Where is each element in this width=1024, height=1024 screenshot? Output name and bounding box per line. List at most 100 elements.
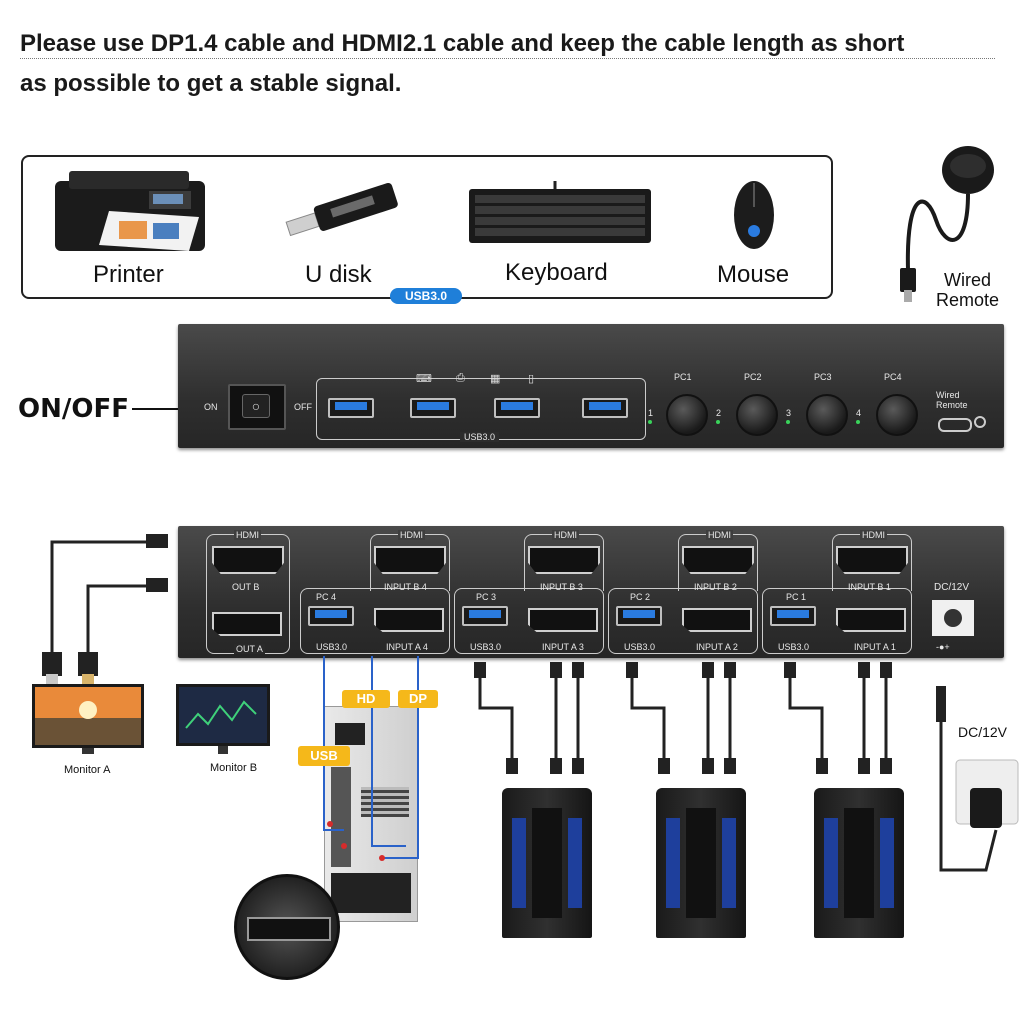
- power-adapter-label: DC/12V: [958, 724, 1008, 740]
- input-b1-label: INPUT B 1: [848, 582, 891, 592]
- monitor-cables: [42, 534, 168, 684]
- input-b3-hdmi-port[interactable]: [528, 546, 600, 574]
- power-on-label: ON: [204, 402, 218, 412]
- pc-tower-1: [502, 788, 592, 938]
- front-usb-port-1[interactable]: [328, 398, 374, 418]
- pc2-led: [716, 420, 720, 424]
- monitor-a-icon: [32, 684, 144, 754]
- zoom-inset-ports: [247, 917, 331, 941]
- pc-tower-1-front: [532, 808, 562, 918]
- usb-group-icons: ⌨ ⎙ ▦ ▯: [416, 372, 616, 386]
- pc2-usb-port[interactable]: [616, 606, 662, 626]
- wired-remote-label-line-2: Remote: [936, 290, 1000, 310]
- input-a4-dp-port[interactable]: [374, 608, 444, 632]
- dc-polarity-label: -●+: [936, 642, 950, 652]
- usb3-badge: USB3.0: [390, 288, 462, 304]
- wired-remote-icon: [900, 146, 994, 302]
- pc-tower-1-right-light: [568, 818, 582, 908]
- input-a1-dp-port[interactable]: [836, 608, 906, 632]
- pc1-number: 1: [648, 408, 654, 418]
- input-b4-hdmi-label: HDMI: [398, 530, 425, 540]
- zoom-inset: [234, 874, 340, 980]
- printer-icon: [55, 171, 205, 251]
- pc-tower-3-right-light: [880, 818, 894, 908]
- input-a3-dp-port[interactable]: [528, 608, 598, 632]
- host-io-shield: [331, 767, 351, 867]
- remote-port[interactable]: [938, 418, 972, 432]
- headline-line-2: as possible to get a stable signal.: [20, 70, 402, 97]
- pc3-label: PC3: [814, 372, 832, 382]
- input-b4-hdmi-port[interactable]: [374, 546, 446, 574]
- out-a-dp-port[interactable]: [212, 612, 282, 636]
- peripherals-box: Printer U disk Keyboard Mouse: [21, 155, 833, 299]
- pc2-button[interactable]: [736, 394, 778, 436]
- pc3-rear-label: PC 3: [476, 592, 497, 602]
- hd-cable-tag: HD: [342, 690, 390, 708]
- pc2-label: PC2: [744, 372, 762, 382]
- front-usb-port-3[interactable]: [494, 398, 540, 418]
- input-b3-hdmi-label: HDMI: [552, 530, 579, 540]
- dc-power-jack[interactable]: [932, 600, 974, 636]
- pc3-usb-label: USB3.0: [470, 642, 502, 652]
- pc1-button[interactable]: [666, 394, 708, 436]
- pc3-led: [786, 420, 790, 424]
- dc-input-label: DC/12V: [934, 582, 970, 593]
- headline-line-1: Please use DP1.4 cable and HDMI2.1 cable…: [20, 30, 905, 57]
- power-adapter-icon: [936, 686, 1019, 872]
- remote-port-label-line-2: Remote: [936, 400, 968, 410]
- out-b-hdmi-port[interactable]: [212, 546, 284, 574]
- dc-jack-hole: [944, 609, 962, 627]
- input-b1-hdmi-port[interactable]: [836, 546, 908, 574]
- pc1-label: PC1: [674, 372, 692, 382]
- mouse-icon: [734, 181, 774, 249]
- host-expansion-slots: [331, 873, 411, 913]
- power-rocker-icon: ○: [242, 394, 270, 418]
- pc-tower-2-right-light: [722, 818, 736, 908]
- pc4-number: 4: [856, 408, 862, 418]
- pc-tower-3-left-light: [824, 818, 838, 908]
- input-a1-label: INPUT A 1: [854, 642, 896, 652]
- out-b-label: OUT B: [232, 582, 260, 592]
- front-usb-port-4[interactable]: [582, 398, 628, 418]
- headline-underline: [20, 58, 995, 59]
- pc1-usb-label: USB3.0: [778, 642, 810, 652]
- keyboard-icon: [469, 181, 651, 243]
- input-b2-hdmi-label: HDMI: [706, 530, 733, 540]
- pc-tower-2-front: [686, 808, 716, 918]
- keyboard-label: Keyboard: [505, 259, 608, 286]
- input-b2-hdmi-port[interactable]: [682, 546, 754, 574]
- power-switch[interactable]: ○: [228, 384, 286, 430]
- monitor-a-label: Monitor A: [64, 764, 111, 776]
- input-a3-label: INPUT A 3: [542, 642, 584, 652]
- input-a4-label: INPUT A 4: [386, 642, 428, 652]
- out-a-label: OUT A: [234, 644, 265, 654]
- input-a2-dp-port[interactable]: [682, 608, 752, 632]
- pc4-button[interactable]: [876, 394, 918, 436]
- pc3-usb-port[interactable]: [462, 606, 508, 626]
- pc-tower-2-left-light: [666, 818, 680, 908]
- keyboard-small-icon: ▦: [490, 373, 501, 385]
- input-b1-hdmi-label: HDMI: [860, 530, 887, 540]
- front-usb-port-2[interactable]: [410, 398, 456, 418]
- remote-port-label-line-1: Wired: [936, 390, 960, 400]
- pc2-number: 2: [716, 408, 722, 418]
- pc4-label: PC4: [884, 372, 902, 382]
- pc1-usb-port[interactable]: [770, 606, 816, 626]
- usb-drive-icon: [285, 182, 398, 237]
- pc4-rear-label: PC 4: [316, 592, 337, 602]
- out-hdmi-label: HDMI: [234, 530, 261, 540]
- pc4-usb-port[interactable]: [308, 606, 354, 626]
- pc2-rear-label: PC 2: [630, 592, 651, 602]
- mouse-label: Mouse: [717, 261, 790, 288]
- pc3-button[interactable]: [806, 394, 848, 436]
- front-usb-label: USB3.0: [460, 432, 500, 442]
- pc-tower-3-front: [844, 808, 874, 918]
- wired-remote-label-line-1: Wired: [944, 270, 992, 290]
- remote-port-label: Wired Remote: [936, 390, 968, 410]
- input-a2-label: INPUT A 2: [696, 642, 738, 652]
- host-vent: [361, 787, 409, 817]
- pc4-usb-label: USB3.0: [316, 642, 348, 652]
- pc1-rear-label: PC 1: [786, 592, 807, 602]
- power-callout: ON/OFF: [18, 394, 129, 424]
- usb-drive-label: U disk: [305, 261, 372, 288]
